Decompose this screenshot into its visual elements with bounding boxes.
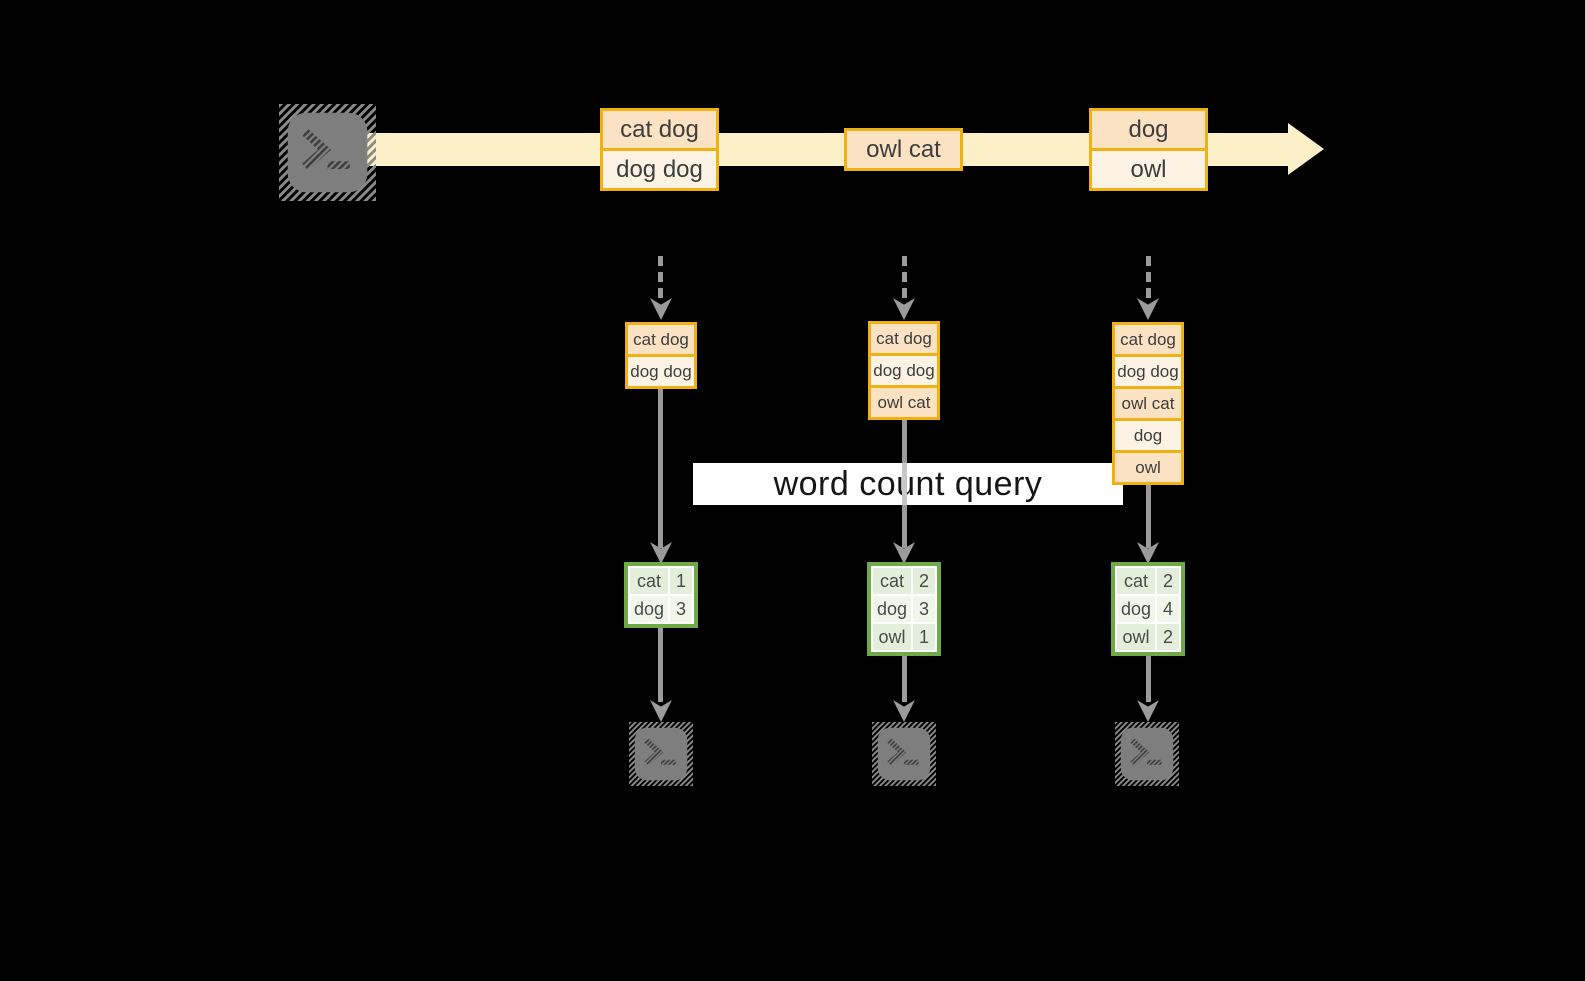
state-item: dog dog xyxy=(871,353,937,385)
state-item: dog dog xyxy=(628,354,694,386)
result-word: dog xyxy=(630,596,668,622)
result-word: dog xyxy=(1117,596,1155,622)
result-count: 2 xyxy=(1157,624,1179,650)
result-word: cat xyxy=(630,568,668,594)
result-word: cat xyxy=(1117,568,1155,594)
banner-label: word count query xyxy=(773,464,1043,503)
query-arrow-line-3 xyxy=(1146,485,1151,548)
state-item: cat dog xyxy=(1115,325,1181,354)
state-item: dog dog xyxy=(1115,354,1181,386)
sink-terminal-icon-1 xyxy=(629,722,693,786)
ingest-arrow-head-1 xyxy=(650,298,672,320)
event-box-batch3: dog owl xyxy=(1089,108,1208,191)
event-box-batch1: cat dog dog dog xyxy=(600,108,719,191)
state-item: owl xyxy=(1115,450,1181,482)
state-item: owl cat xyxy=(1115,386,1181,418)
event-text: owl cat xyxy=(847,131,960,168)
state-item: owl cat xyxy=(871,385,937,417)
output-arrow-head-2 xyxy=(893,700,915,722)
ingest-arrow-head-3 xyxy=(1137,298,1159,320)
state-item: cat dog xyxy=(628,325,694,354)
result-count: 4 xyxy=(1157,596,1179,622)
sink-terminal-icon-2 xyxy=(872,722,936,786)
output-arrow-head-1 xyxy=(650,700,672,722)
result-count: 1 xyxy=(670,568,692,594)
result-count: 3 xyxy=(670,596,692,622)
banner: word count query xyxy=(693,463,1123,505)
query-arrow-line-2-over-banner xyxy=(902,463,907,505)
result-count: 2 xyxy=(1157,568,1179,594)
event-text: dog xyxy=(1092,111,1205,148)
output-arrow-line-1 xyxy=(658,628,663,702)
event-text: dog dog xyxy=(603,148,716,188)
state-stack-1: cat dog dog dog xyxy=(625,322,697,389)
result-count: 2 xyxy=(913,568,935,594)
output-arrow-line-2 xyxy=(902,656,907,702)
query-arrow-line-1 xyxy=(658,388,663,548)
state-stack-2: cat dog dog dog owl cat xyxy=(868,321,940,420)
stream-arrow-head xyxy=(1288,123,1324,175)
result-word: dog xyxy=(873,596,911,622)
result-count: 1 xyxy=(913,624,935,650)
ingest-arrow-line-3 xyxy=(1146,256,1151,298)
event-box-batch2: owl cat xyxy=(844,128,963,171)
ingest-arrow-line-2 xyxy=(902,256,907,298)
result-count: 3 xyxy=(913,596,935,622)
result-table-2: cat 2 dog 3 owl 1 xyxy=(867,562,941,656)
ingest-arrow-head-2 xyxy=(893,298,915,320)
source-terminal-icon xyxy=(279,104,376,201)
sink-terminal-icon-3 xyxy=(1115,722,1179,786)
output-arrow-head-3 xyxy=(1137,700,1159,722)
result-table-3: cat 2 dog 4 owl 2 xyxy=(1111,562,1185,656)
state-item: cat dog xyxy=(871,324,937,353)
ingest-arrow-line-1 xyxy=(658,256,663,298)
state-item: dog xyxy=(1115,418,1181,450)
result-table-1: cat 1 dog 3 xyxy=(624,562,698,628)
result-word: cat xyxy=(873,568,911,594)
result-word: owl xyxy=(873,624,911,650)
state-stack-3: cat dog dog dog owl cat dog owl xyxy=(1112,322,1184,485)
output-arrow-line-3 xyxy=(1146,656,1151,702)
event-text: owl xyxy=(1092,148,1205,188)
result-word: owl xyxy=(1117,624,1155,650)
event-text: cat dog xyxy=(603,111,716,148)
